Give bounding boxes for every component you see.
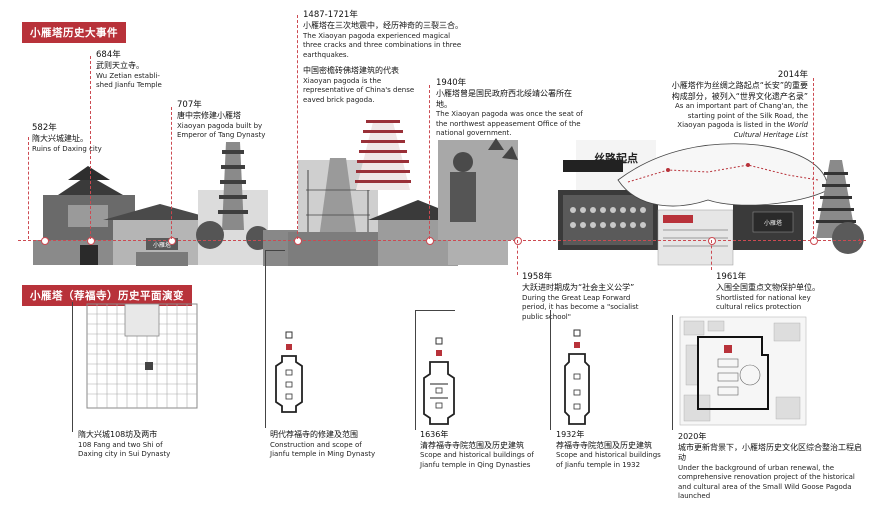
event-707: 707年 唐中宗修建小雁塔 Xiaoyan pagoda built by Em… xyxy=(177,100,266,139)
connector-1487 xyxy=(297,15,298,239)
timeline-node-1487 xyxy=(294,237,302,245)
timeline-axis xyxy=(18,240,866,241)
temple-1932-plan xyxy=(564,329,590,425)
event-1961: 1961年 入围全国重点文物保护单位。 Shortlisted for nati… xyxy=(716,272,820,311)
plan-connector-qing xyxy=(415,310,416,430)
connector-2014 xyxy=(813,78,814,239)
plan-connector-ming-h xyxy=(265,250,285,251)
modern-pagoda-photo xyxy=(816,160,864,254)
soldier-photo xyxy=(438,138,518,240)
plan-connector-sui xyxy=(72,302,73,432)
timeline-node-1961 xyxy=(708,237,716,245)
plan-label-ming: 明代荐福寺的修建及范围 Construction and scope of Ji… xyxy=(270,430,376,458)
history-photo-collage: 小雁塔 xyxy=(33,120,864,266)
timeline-node-684 xyxy=(87,237,95,245)
event-1940: 1940年 小雁塔曾是国民政府西北绥靖公署所在地。 The Xiaoyan pa… xyxy=(436,78,583,137)
newspaper-photo xyxy=(657,209,734,266)
tang-pagoda-photo xyxy=(196,142,303,266)
connector-582 xyxy=(28,137,29,239)
events-section-title: 小雁塔历史大事件 xyxy=(22,22,126,43)
connector-1958 xyxy=(517,240,518,275)
plan-connector-1932 xyxy=(550,310,551,430)
timeline-node-1958 xyxy=(514,237,522,245)
timeline-arrow-icon: › xyxy=(858,234,863,248)
event-582: 582年 隋大兴城建址。 Ruins of Daxing city xyxy=(32,123,102,153)
plan-label-sui: 隋大兴城108坊及两市 108 Fang and two Shi of Daxi… xyxy=(78,430,171,458)
event-1487: 1487-1721年 小雁塔在三次地震中，经历神奇的三裂三合。 The Xiao… xyxy=(303,10,463,59)
plans-section-title: 小雁塔（荐福寺）历史平面演变 xyxy=(22,285,192,306)
event-1958: 1958年 大跃进时期成为“社会主义公学” During the Great L… xyxy=(522,272,639,321)
plan-connector-qing-h xyxy=(415,310,455,311)
event-2014: 2014年 小雁塔作为丝绸之路起点“长安”的重要构成部分，被列入“世界文化遗产名… xyxy=(671,70,808,139)
event-684: 684年 武则天立寺。 Wu Zetian establi-shed Jianf… xyxy=(96,50,162,89)
plan-connector-ming xyxy=(265,250,266,428)
timeline-node-1940 xyxy=(426,237,434,245)
jianfu-gate-photo: 小雁塔 xyxy=(103,204,218,266)
connector-1940 xyxy=(429,85,430,239)
renovation-2020-plan xyxy=(679,316,807,426)
qing-temple-plan xyxy=(423,337,455,425)
plan-label-2020: 2020年 城市更新背景下，小雁塔历史文化区综合整治工程启动 Under the… xyxy=(678,432,862,500)
timeline-node-2014 xyxy=(810,237,818,245)
connector-684 xyxy=(90,56,91,239)
signboard-text: 小雁塔 xyxy=(764,219,782,227)
heritage-signboard: 小雁塔 xyxy=(733,205,803,250)
connector-1961 xyxy=(711,240,712,270)
gate-plaque-text: 小雁塔 xyxy=(153,241,171,249)
timeline-node-707 xyxy=(168,237,176,245)
event-dense-eave: 中国密檐砖佛塔建筑的代表 Xiaoyan pagoda is the repre… xyxy=(303,66,415,104)
sui-city-grid-plan xyxy=(86,303,198,409)
connector-707 xyxy=(171,107,172,239)
plan-label-qing: 1636年 清荐福寺寺院范围及历史建筑 Scope and historical… xyxy=(420,430,534,469)
timeline-node-582 xyxy=(41,237,49,245)
plan-connector-2020 xyxy=(672,315,673,430)
jianfu-site-marker xyxy=(145,362,153,370)
ming-temple-plan xyxy=(275,331,303,413)
plan-label-1932: 1932年 荐福寺寺院范围及历史建筑 Scope and historical … xyxy=(556,430,661,469)
dense-eave-pagoda-sketch xyxy=(355,120,411,190)
